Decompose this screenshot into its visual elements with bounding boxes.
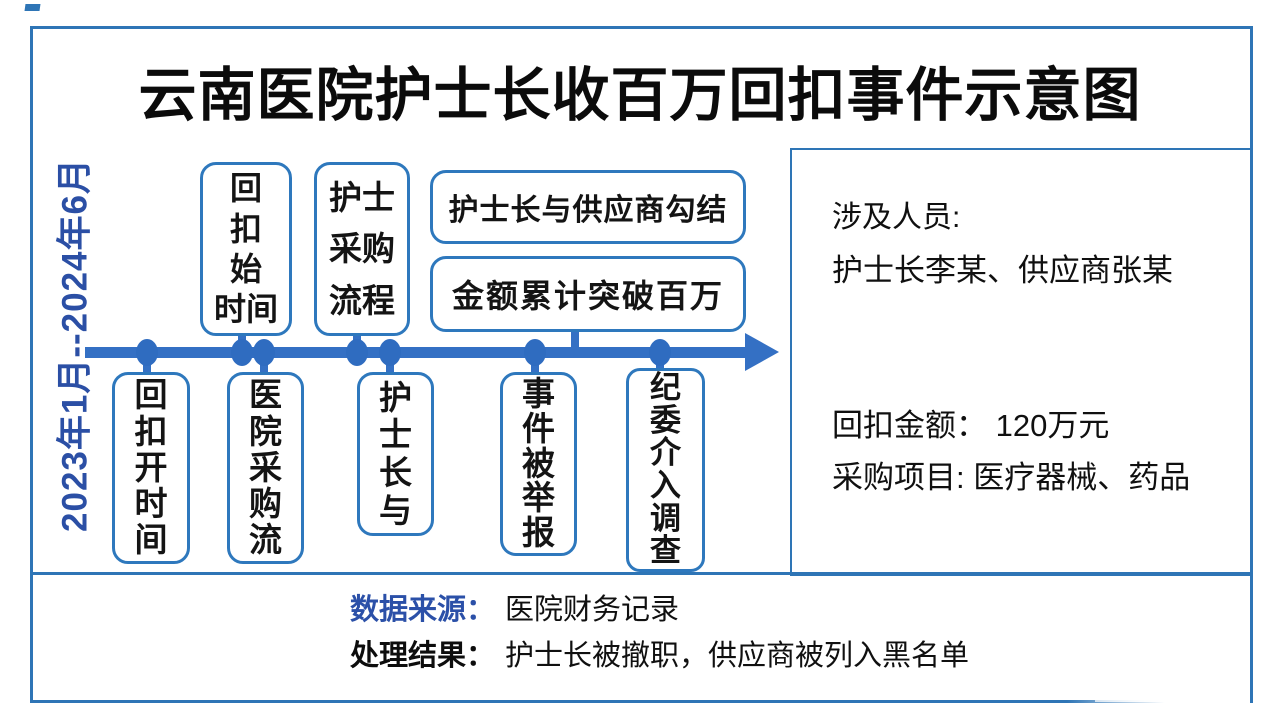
data-source-value: 医院财务记录 [505,594,680,626]
timeline-node-5 [379,339,401,366]
timeline-box-head-nurse-with: 护 士 长 与 [357,372,434,536]
timeline-node-4 [346,339,368,366]
timeline-box-hospital-procurement-flow: 医 院 采 购 流 [227,372,304,564]
footer-divider [30,572,1250,575]
timeline-box-kickback-begin-time: 回 扣 开 时 间 [112,372,190,564]
timeline-node-3 [253,339,275,366]
timeline-node-6 [524,339,546,366]
result-line: 处理结果： 护士长被撤职，供应商被列入黑名单 [350,632,969,674]
result-label: 处理结果： [350,640,496,672]
timeline-box-amount-exceeds-million: 金额累计突破百万 [430,256,746,332]
top-left-blue-dash [24,4,41,11]
timeline-box-incident-reported: 事 件 被 举 报 [500,372,577,556]
stem-up-amount-box [571,325,579,353]
timeline-date-range: 2023年1月--2024年6月 [55,158,95,532]
info-panel: 涉及人员: 护士长李某、供应商张某 回扣金额： 120万元 采购项目: 医疗器械… [790,148,1252,576]
page-title: 云南医院护士长收百万回扣事件示意图 [138,63,1142,128]
kickback-amount: 回扣金额： 120万元 [832,408,1110,443]
timeline-node-2 [231,339,253,366]
timeline-box-kickback-start-time: 回 扣 始 时间 [200,162,292,336]
timeline-box-nurse-procurement-process: 护士 采购 流程 [314,162,410,336]
outer-frame-bottom-edge [30,700,1250,703]
data-source-label: 数据来源： [350,594,496,626]
bottom-right-fade [1095,636,1249,702]
timeline-box-collusion-with-supplier: 护士长与供应商勾结 [430,170,746,244]
timeline-arrowhead-icon [745,333,779,371]
timeline-axis [85,347,747,358]
timeline-node-1 [136,339,158,366]
personnel-value: 护士长李某、供应商张某 [832,253,1173,288]
procurement-items: 采购项目: 医疗器械、药品 [832,460,1191,495]
data-source-line: 数据来源： 医院财务记录 [350,586,679,628]
personnel-label: 涉及人员: [832,201,961,234]
result-value: 护士长被撤职，供应商被列入黑名单 [505,640,970,672]
timeline-box-discipline-committee-investigation: 纪 委 介 入 调 查 [626,368,705,572]
timeline-node-7 [649,339,671,366]
